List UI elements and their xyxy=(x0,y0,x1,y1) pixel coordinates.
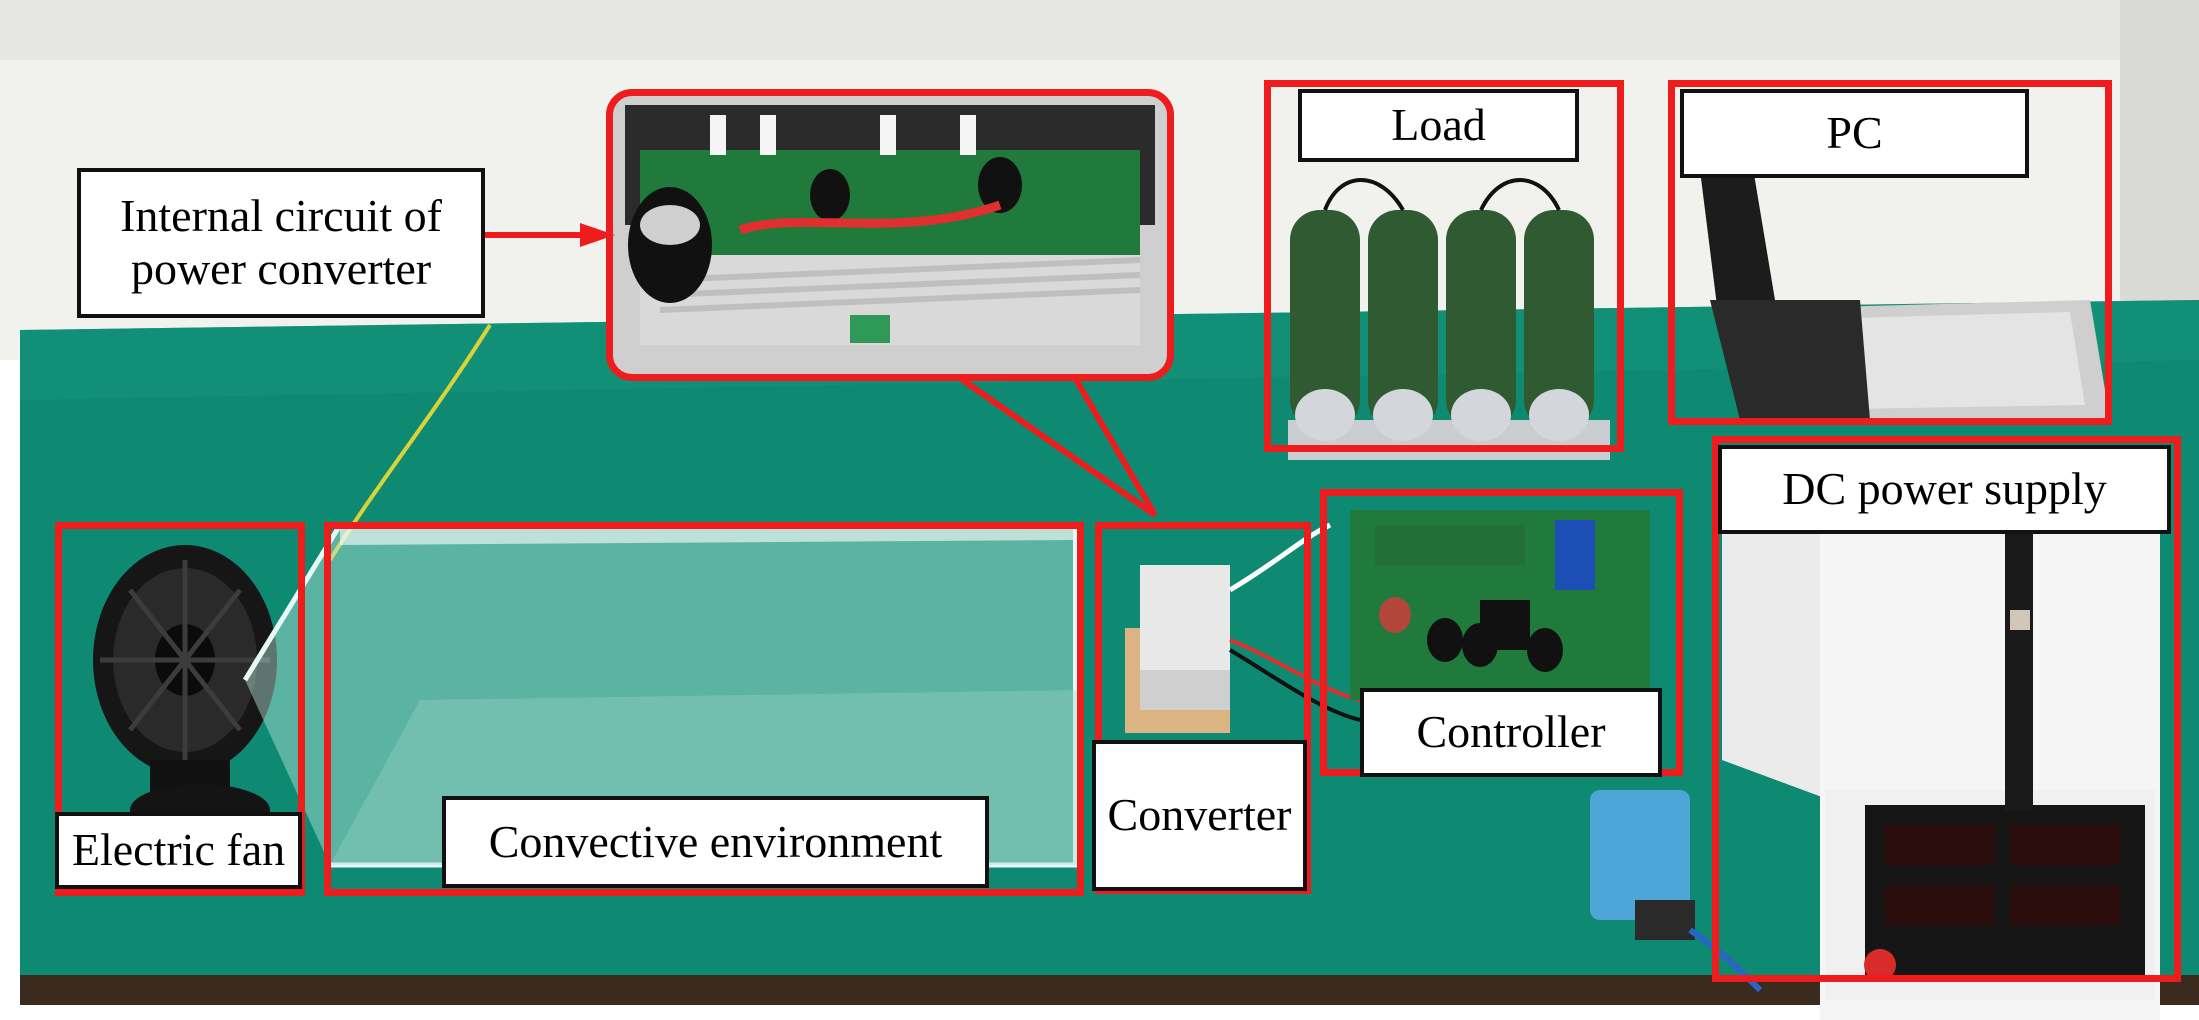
load-label: Load xyxy=(1298,89,1579,162)
internal-circuit-arrow xyxy=(484,223,615,247)
usb-adapter-photo xyxy=(1590,790,1763,993)
controller-board-photo xyxy=(1350,510,1650,700)
electric-fan-box xyxy=(55,522,305,896)
converter-label: Converter xyxy=(1092,740,1307,891)
pc-box xyxy=(1668,80,2112,425)
dc-power-supply-label: DC power supply xyxy=(1718,445,2171,534)
load-resistor-photo xyxy=(1288,178,1610,460)
wall-shade xyxy=(0,0,2199,60)
internal-circuit-label: Internal circuit of power converter xyxy=(77,168,485,318)
dc-power-supply-box xyxy=(1712,436,2181,982)
internal-circuit-photo xyxy=(612,95,1167,375)
convective-environment-box xyxy=(324,522,1084,896)
internal-circuit-label-line2: power converter xyxy=(130,243,432,294)
controller-label: Controller xyxy=(1360,688,1662,777)
dc-power-supply-photo xyxy=(1722,490,2160,1020)
electric-fan-label: Electric fan xyxy=(55,812,302,889)
internal-circuit-label-line1: Internal circuit of xyxy=(120,190,442,242)
convective-environment-label: Convective environment xyxy=(442,796,989,888)
inset-frame xyxy=(606,89,1174,381)
pc-label: PC xyxy=(1680,89,2029,178)
load-box xyxy=(1264,80,1624,452)
electric-fan-photo xyxy=(93,545,277,836)
